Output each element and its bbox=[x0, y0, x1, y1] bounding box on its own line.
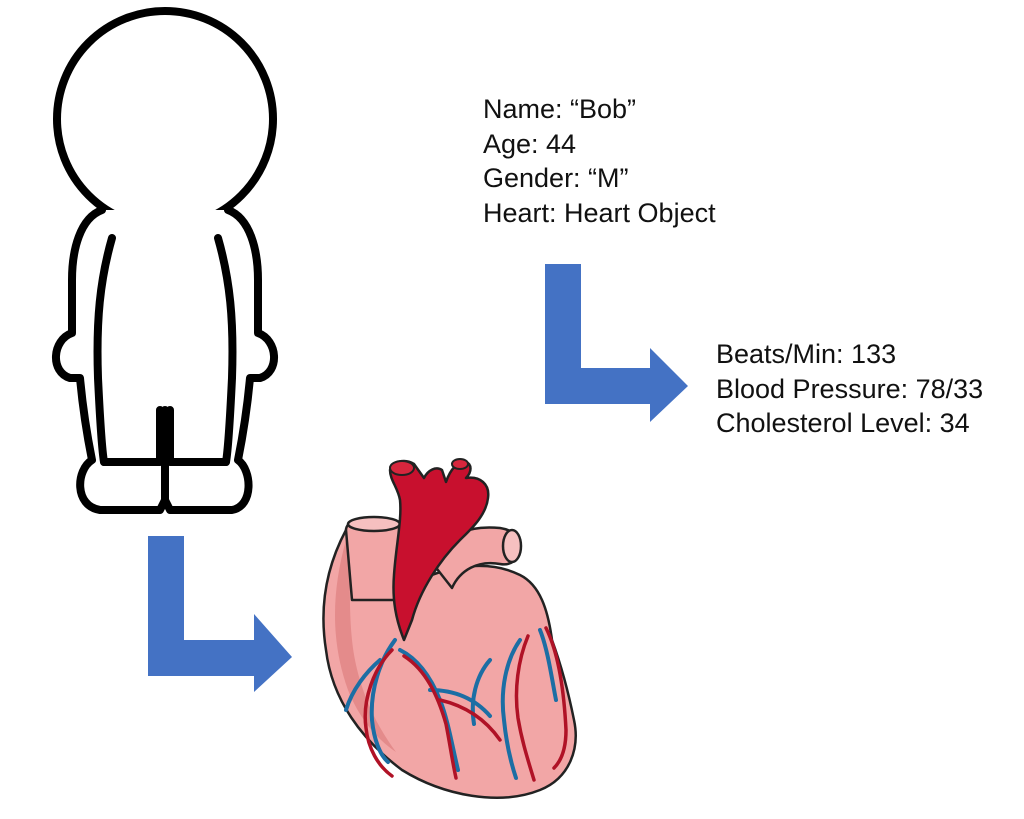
heart-attributes: Beats/Min: 133 Blood Pressure: 78/33 Cho… bbox=[716, 337, 983, 441]
person-head bbox=[53, 7, 277, 231]
anatomical-heart-icon bbox=[322, 458, 577, 799]
heart-cholesterol-line: Cholesterol Level: 34 bbox=[716, 408, 970, 438]
aorta-branch-opening bbox=[451, 458, 469, 470]
heart-blood-pressure-line: Blood Pressure: 78/33 bbox=[716, 373, 984, 404]
person-name-line: Name: “Bob” bbox=[483, 94, 637, 124]
elbow-arrow-icon bbox=[148, 536, 292, 692]
coronary-arteries bbox=[363, 626, 568, 782]
person-body bbox=[52, 206, 278, 514]
person-attributes: Name: “Bob” Age: 44 Gender: “M” Heart: H… bbox=[483, 92, 716, 230]
aorta-branch-opening bbox=[389, 460, 415, 476]
person-left-arm-line bbox=[93, 234, 116, 466]
aorta bbox=[388, 459, 490, 642]
person-heart-line: Heart: Heart Object bbox=[483, 197, 716, 228]
elbow-arrow-icon bbox=[545, 264, 688, 422]
person-right-foot-line bbox=[166, 406, 230, 466]
person-age-line: Age: 44 bbox=[483, 128, 577, 159]
person-right-arm-line bbox=[214, 234, 237, 466]
person-gender-line: Gender: “M” bbox=[483, 163, 629, 193]
pulmonary-vessel-opening bbox=[501, 528, 523, 564]
person-left-foot-line bbox=[100, 406, 164, 466]
superior-vessel-opening bbox=[346, 515, 402, 533]
heart-beats-line: Beats/Min: 133 bbox=[716, 339, 897, 369]
person-outline-icon bbox=[52, 7, 278, 514]
